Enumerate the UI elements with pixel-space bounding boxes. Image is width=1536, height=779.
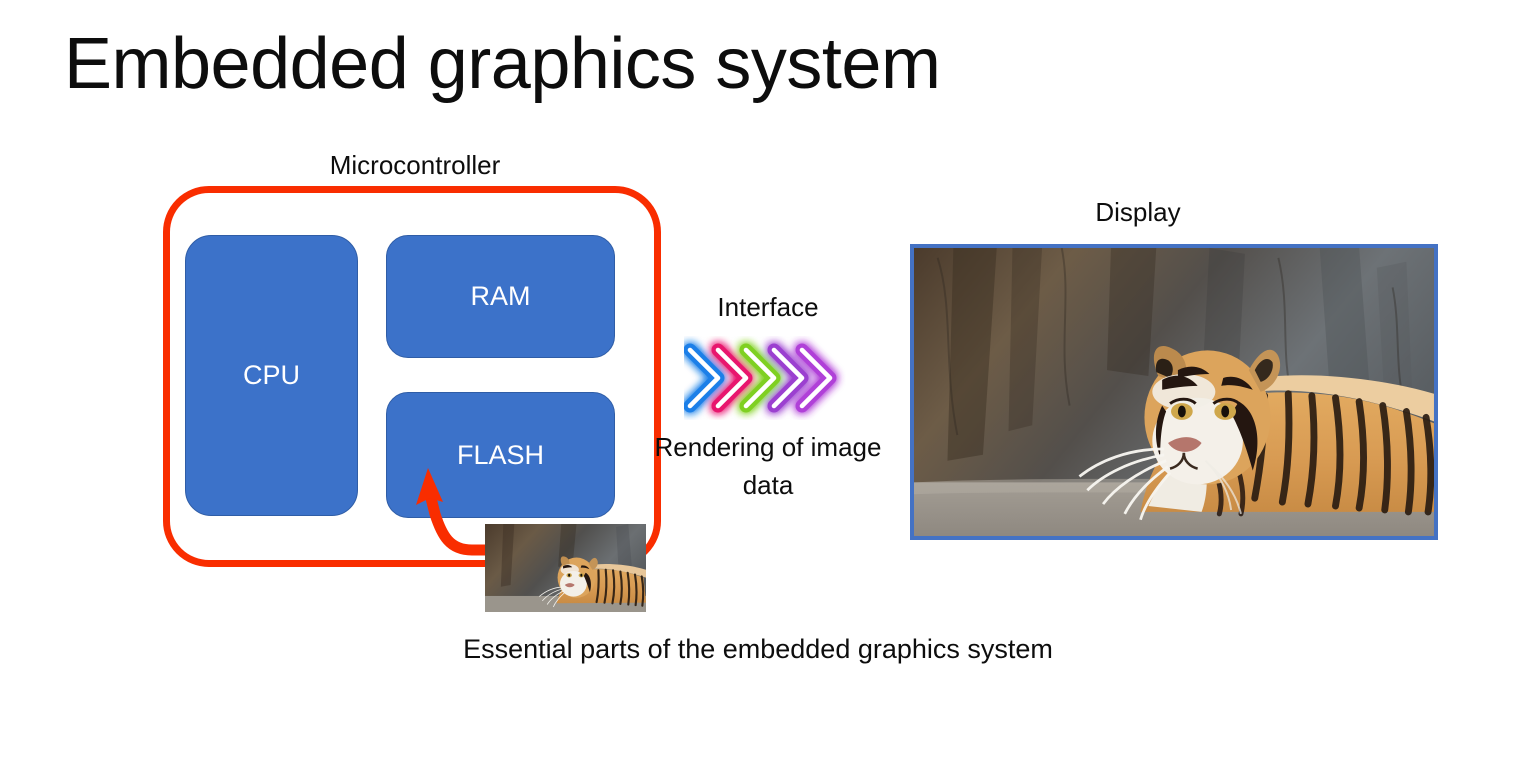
microcontroller-outline [163, 186, 661, 567]
rendering-description: Rendering of image data [654, 432, 882, 500]
block-cpu-label: CPU [242, 360, 300, 390]
display-label: Display [1095, 197, 1181, 227]
interface-label: Interface [717, 292, 819, 322]
tiger-thumbnail-graphic [485, 524, 646, 612]
microcontroller-label: Microcontroller [329, 150, 501, 180]
flash-load-arrow-icon [416, 468, 540, 556]
block-cpu: CPU [185, 235, 358, 516]
block-ram: RAM [386, 235, 615, 358]
slide-caption: Essential parts of the embedded graphics… [463, 634, 1053, 664]
page-title: Embedded graphics system [64, 24, 941, 104]
flash-image-thumbnail [485, 524, 646, 612]
display-panel [910, 244, 1438, 540]
tiger-display-graphic [914, 248, 1434, 536]
block-ram-label: RAM [470, 281, 531, 311]
interface-chevrons-icon [684, 343, 837, 413]
